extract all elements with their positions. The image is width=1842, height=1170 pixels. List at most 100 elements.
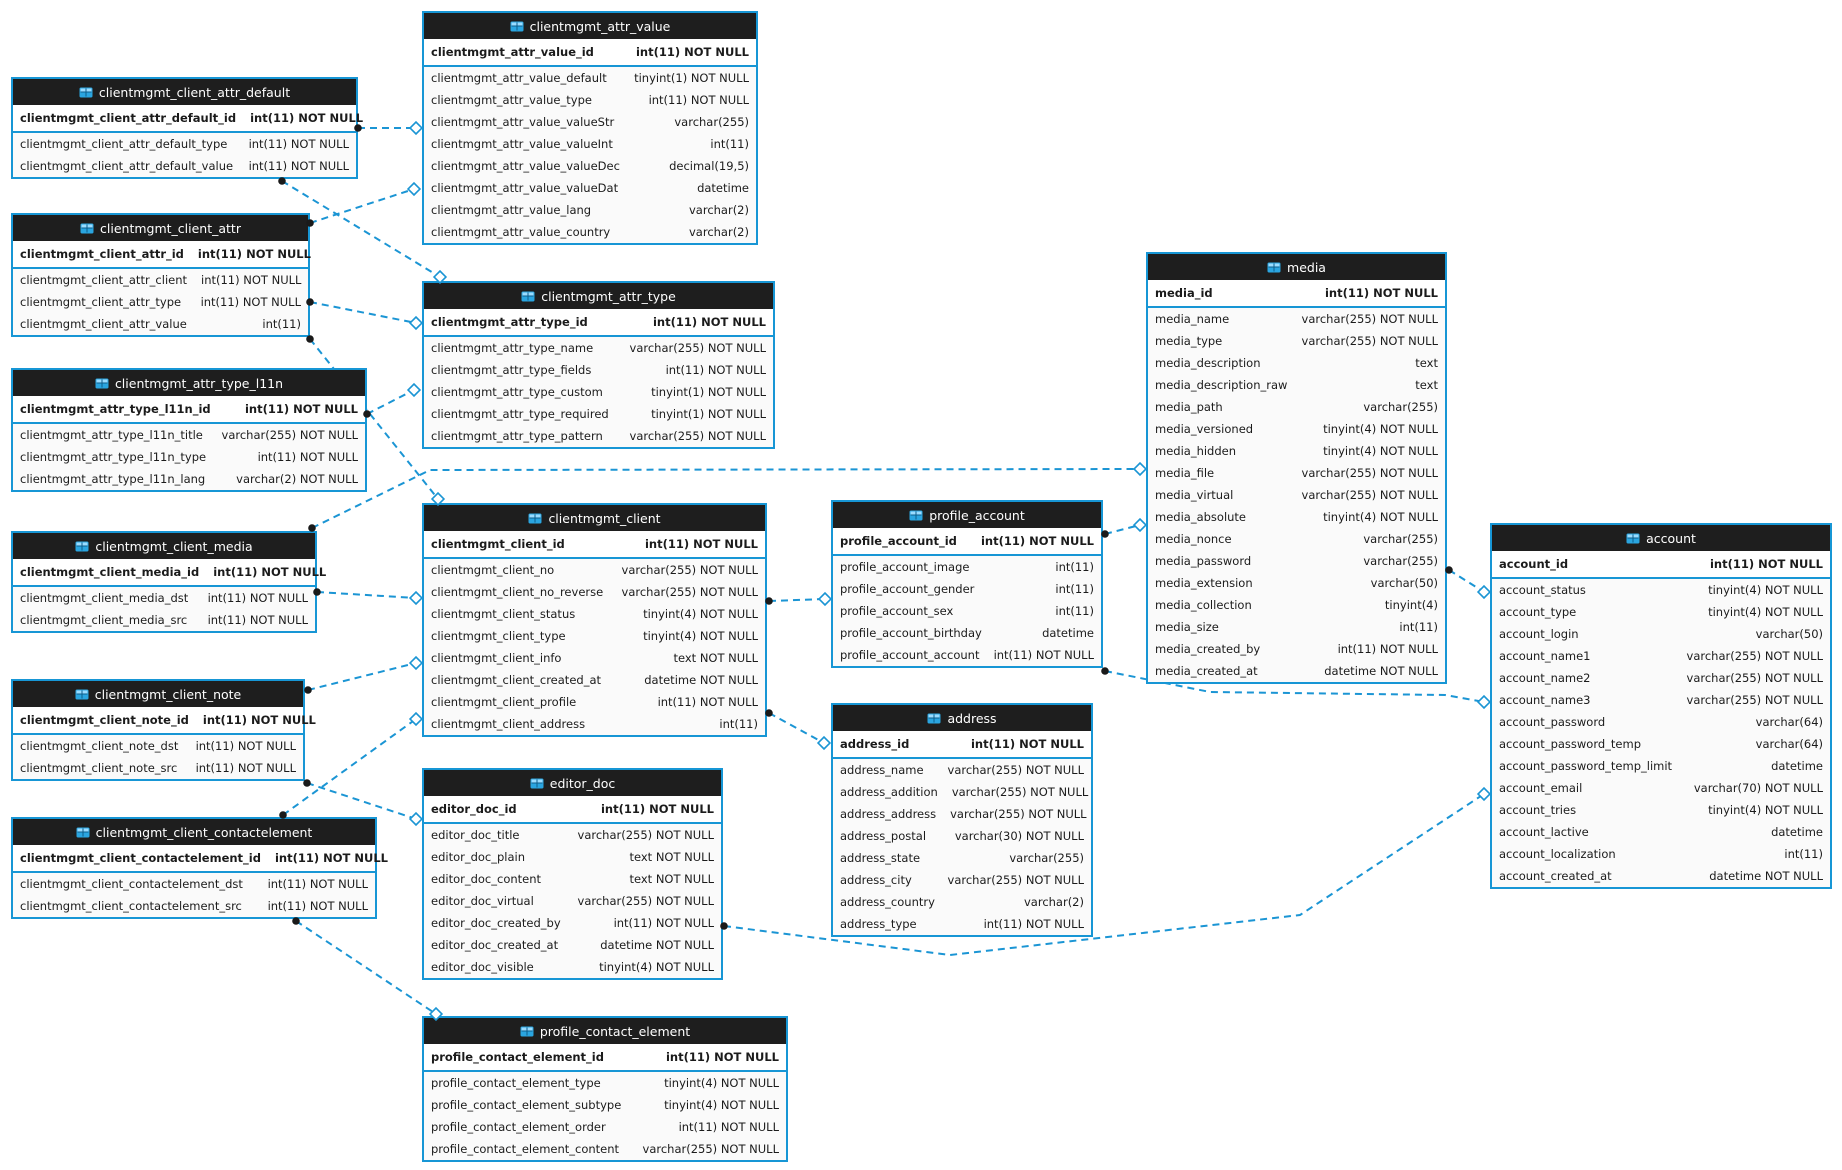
column-name: address_addition	[840, 785, 938, 799]
column-name: account_password	[1499, 715, 1606, 729]
column-type: int(11)	[1055, 604, 1094, 618]
table-clientmgmt_attr_value[interactable]: clientmgmt_attr_value clientmgmt_attr_val…	[422, 11, 758, 245]
column-name: clientmgmt_attr_value_country	[431, 225, 611, 239]
table-header[interactable]: profile_account	[833, 502, 1101, 528]
column-name: profile_contact_element_content	[431, 1142, 620, 1156]
table-header[interactable]: account	[1492, 525, 1830, 551]
relationship-line-clientmgmt_client-to-address[interactable]	[768, 712, 825, 744]
column-type: int(11) NOT NULL	[244, 402, 358, 416]
column-name: account_name2	[1499, 671, 1591, 685]
column-name: clientmgmt_attr_type_id	[431, 315, 588, 329]
column-type: tinyint(4) NOT NULL	[599, 960, 714, 974]
relationship-line-clientmgmt_client_attr-to-clientmgmt_attr_value[interactable]	[309, 188, 415, 224]
table-header[interactable]: clientmgmt_attr_type_l11n	[13, 370, 365, 396]
relationship-dot-endpoint	[304, 686, 312, 694]
table-clientmgmt_client_attr[interactable]: clientmgmt_client_attr clientmgmt_client_…	[11, 213, 311, 337]
table-profile_account[interactable]: profile_account profile_account_id int(11)…	[831, 500, 1103, 668]
column-type: int(11) NOT NULL	[195, 761, 296, 775]
relationship-line-clientmgmt_client-to-profile_account[interactable]	[768, 598, 826, 602]
table-header[interactable]: address	[833, 705, 1091, 731]
column-name: media_password	[1155, 554, 1252, 568]
table-clientmgmt_attr_type[interactable]: clientmgmt_attr_type clientmgmt_attr_type…	[422, 281, 775, 449]
table-icon	[520, 1026, 534, 1037]
table-header[interactable]: clientmgmt_client_attr	[13, 215, 308, 241]
table-header[interactable]: clientmgmt_client_contactelement	[13, 819, 375, 845]
table-header[interactable]: clientmgmt_client_media	[13, 533, 315, 559]
column-name: profile_account_gender	[840, 582, 975, 596]
column-name: profile_account_id	[840, 534, 957, 548]
relationship-line-clientmgmt_client_note-to-editor_doc[interactable]	[306, 782, 417, 820]
column-name: profile_account_birthday	[840, 626, 982, 640]
column-type: datetime	[1042, 626, 1094, 640]
column-name: clientmgmt_attr_value_valueInt	[431, 137, 613, 151]
column-name: clientmgmt_client_contactelement_dst	[20, 877, 243, 891]
relationship-diamond-endpoint	[408, 120, 424, 136]
relationship-line-clientmgmt_client_contactelement-to-profile_contact_element[interactable]	[295, 920, 437, 1015]
column-type: text	[1415, 356, 1438, 370]
relationship-line-profile_account-to-media[interactable]	[1104, 524, 1141, 535]
relationship-line-clientmgmt_client_attr-to-clientmgmt_attr_type[interactable]	[309, 301, 417, 324]
column-name: address_address	[840, 807, 937, 821]
table-header[interactable]: clientmgmt_client_note	[13, 681, 303, 707]
column-name: media_file	[1155, 466, 1215, 480]
column-name: editor_doc_title	[431, 828, 520, 842]
column-name: media_id	[1155, 286, 1213, 300]
relationship-line-clientmgmt_client_note-to-clientmgmt_client[interactable]	[307, 662, 417, 691]
column-type: tinyint(1) NOT NULL	[651, 407, 766, 421]
table-clientmgmt_client_contactelement[interactable]: clientmgmt_client_contactelement clientmg…	[11, 817, 388, 919]
table-header[interactable]: clientmgmt_client	[424, 505, 765, 531]
relationship-line-clientmgmt_client_media-to-clientmgmt_client[interactable]	[316, 591, 417, 599]
table-icon	[79, 87, 93, 98]
column-name: account_tries	[1499, 803, 1577, 817]
column-name: profile_contact_element_id	[431, 1050, 604, 1064]
column-type: datetime	[697, 181, 749, 195]
relationship-line-clientmgmt_attr_type_l11n-to-clientmgmt_attr_type[interactable]	[366, 389, 415, 415]
relationship-diamond-endpoint	[408, 655, 424, 671]
column-name: clientmgmt_client_attr_default_type	[20, 137, 228, 151]
column-name: account_id	[1499, 557, 1569, 571]
column-name: clientmgmt_client_attr_value	[20, 317, 187, 331]
table-clientmgmt_attr_type_l11n[interactable]: clientmgmt_attr_type_l11n clientmgmt_attr…	[11, 368, 367, 492]
table-header[interactable]: clientmgmt_client_attr_default	[13, 79, 356, 105]
column-type: varchar(255) NOT NULL	[951, 785, 1089, 799]
column-type: text NOT NULL	[629, 872, 714, 886]
table-header[interactable]: clientmgmt_attr_value	[424, 13, 756, 39]
column-type: int(11) NOT NULL	[652, 315, 766, 329]
table-header[interactable]: clientmgmt_attr_type	[424, 283, 773, 309]
table-header[interactable]: editor_doc	[424, 770, 721, 796]
table-profile_contact_element[interactable]: profile_contact_element profile_contact_e…	[422, 1016, 788, 1162]
table-header[interactable]: profile_contact_element	[424, 1018, 786, 1044]
column-name: editor_doc_created_at	[431, 938, 559, 952]
relationship-line-media-to-account[interactable]	[1448, 569, 1485, 593]
table-icon	[927, 713, 941, 724]
table-clientmgmt_client_attr_default[interactable]: clientmgmt_client_attr_default clientmgmt…	[11, 77, 363, 179]
table-header[interactable]: media	[1148, 254, 1445, 280]
